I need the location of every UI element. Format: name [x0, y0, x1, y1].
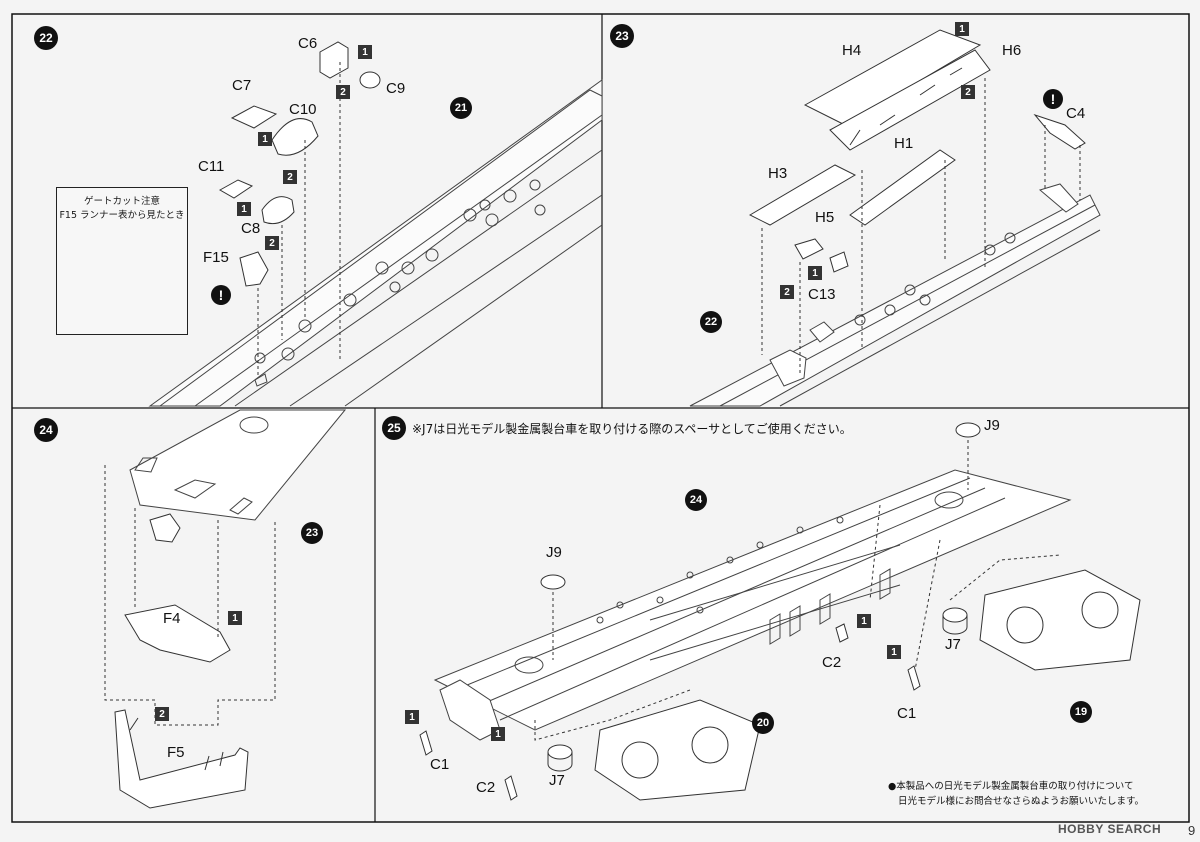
step25-note: ※J7は日光モデル製金属製台車を取り付ける際のスペーサとしてご使用ください。: [412, 422, 852, 436]
gate-cut-caution-box: ゲートカット注意 F15 ランナー表から見たとき: [56, 187, 188, 335]
part-label-c2: C2: [822, 654, 842, 671]
ref-badge-23: 23: [301, 522, 323, 544]
part-label-c1: C1: [897, 705, 917, 722]
part-label-c9: C9: [386, 80, 406, 97]
sequence-marker: 2: [265, 236, 279, 250]
sequence-marker: 1: [258, 132, 272, 146]
page-number: 9: [1188, 823, 1196, 838]
part-label-c2: C2: [476, 779, 496, 796]
part-label-c4: C4: [1066, 105, 1086, 122]
step24-parts: [104, 465, 276, 809]
part-label-h1: H1: [894, 135, 914, 152]
sequence-marker: 1: [491, 727, 505, 741]
sequence-marker: 2: [155, 707, 169, 721]
step25-chassis: [433, 469, 1072, 741]
step-number-25: 25: [382, 416, 406, 440]
panel-frame-outer: [11, 13, 1190, 823]
sequence-marker: 2: [336, 85, 350, 99]
part-label-c6: C6: [298, 35, 318, 52]
step-number-23: 23: [610, 24, 634, 48]
part-label-f15: F15: [203, 249, 229, 266]
part-label-h4: H4: [842, 42, 862, 59]
step23-chassis: [689, 183, 1101, 407]
step22-chassis: [148, 79, 603, 407]
part-label-c1: C1: [430, 756, 450, 773]
part-label-j9: J9: [984, 417, 1000, 434]
ref-badge-22: 22: [700, 311, 722, 333]
sequence-marker: 1: [358, 45, 372, 59]
part-label-c10: C10: [289, 101, 317, 118]
sequence-marker: 1: [887, 645, 901, 659]
part-label-h6: H6: [1002, 42, 1022, 59]
part-label-j7: J7: [945, 636, 961, 653]
sequence-marker: 2: [961, 85, 975, 99]
sequence-marker: 1: [237, 202, 251, 216]
gate-box-title: ゲートカット注意: [83, 196, 160, 207]
part-label-j9: J9: [546, 544, 562, 561]
sequence-marker: 2: [780, 285, 794, 299]
sequence-marker: 1: [405, 710, 419, 724]
part-label-c11: C11: [198, 158, 225, 175]
warning-icon: !: [211, 285, 231, 305]
part-label-j7: J7: [549, 772, 565, 789]
part-label-c7: C7: [232, 77, 252, 94]
part-label-f4: F4: [163, 610, 181, 627]
sequence-marker: 2: [283, 170, 297, 184]
step23-parts: [748, 29, 1086, 375]
sequence-marker: 1: [228, 611, 242, 625]
step25-bogies: [419, 422, 1141, 801]
footer-note-line2: 日光モデル様にお問合せなさらぬようお願いいたします。: [898, 796, 1145, 807]
part-label-h5: H5: [815, 209, 835, 226]
ref-badge-20: 20: [752, 712, 774, 734]
step22-parts: [218, 41, 381, 375]
ref-badge-21: 21: [450, 97, 472, 119]
sequence-marker: 1: [857, 614, 871, 628]
sequence-marker: 1: [808, 266, 822, 280]
step-number-24: 24: [34, 418, 58, 442]
watermark: HOBBY SEARCH: [1058, 822, 1162, 836]
part-label-c13: C13: [808, 286, 836, 303]
warning-icon: !: [1043, 89, 1063, 109]
gate-box-subtitle: F15 ランナー表から見たとき: [59, 210, 185, 221]
part-label-h3: H3: [768, 165, 788, 182]
part-label-c8: C8: [241, 220, 261, 237]
ref-badge-24: 24: [685, 489, 707, 511]
ref-badge-19: 19: [1070, 701, 1092, 723]
part-label-f5: F5: [167, 744, 185, 761]
sequence-marker: 1: [955, 22, 969, 36]
step-number-22: 22: [34, 26, 58, 50]
footer-note-line1: ●本製品への日光モデル製金属製台車の取り付けについて: [888, 781, 1134, 792]
step24-chassis: [129, 409, 347, 521]
